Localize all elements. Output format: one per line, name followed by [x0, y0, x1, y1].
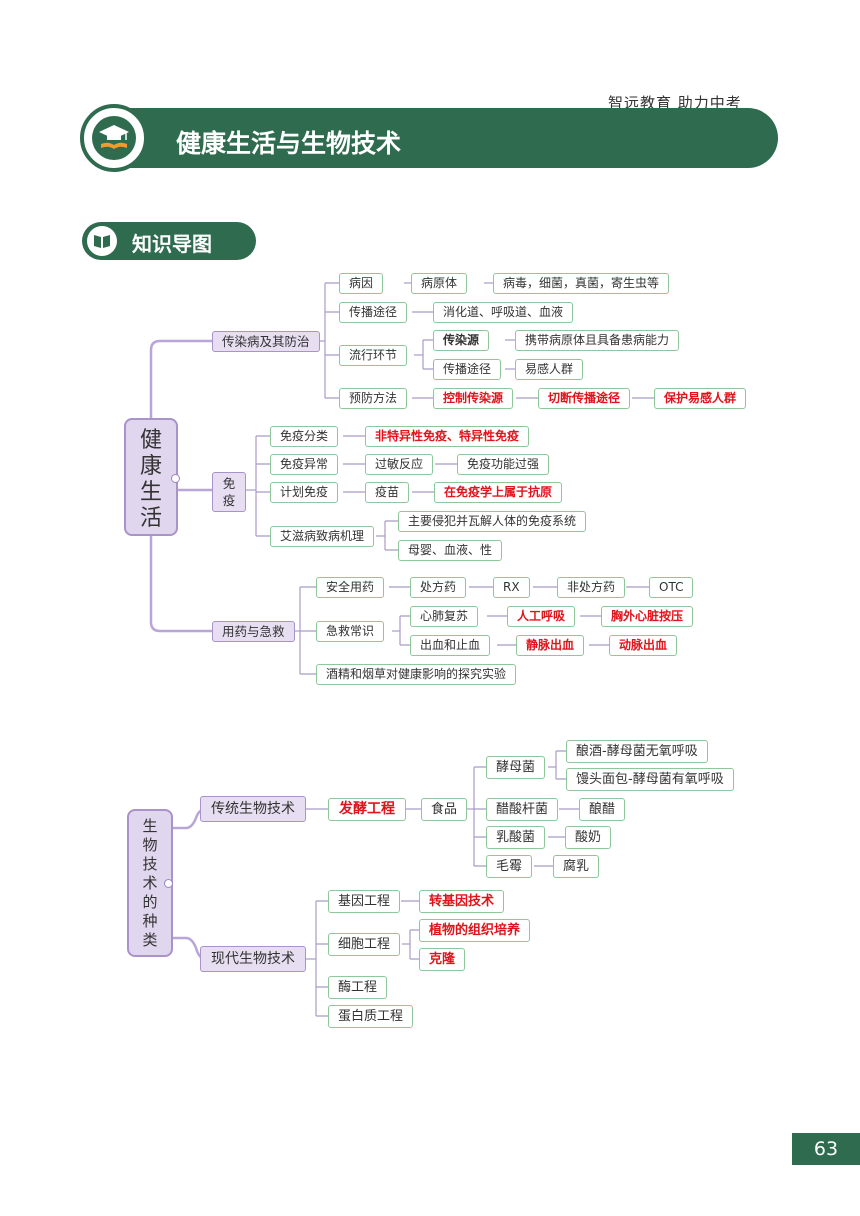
- node-infection-source: 传染源: [433, 330, 490, 351]
- node-vaccine-antigen: 在免疫学上属于抗原: [434, 482, 563, 503]
- node-infectious-disease: 传染病及其防治: [212, 331, 320, 352]
- node-epidemic-links: 流行环节: [339, 345, 408, 366]
- node-cloning: 克隆: [419, 948, 466, 971]
- map1-root: 健 康 生 活: [124, 418, 178, 536]
- node-lactobacillus: 乳酸菌: [486, 826, 546, 849]
- node-transgenic: 转基因技术: [419, 890, 505, 913]
- node-overactive-immunity: 免疫功能过强: [457, 454, 550, 475]
- node-alcohol-tobacco-experiment: 酒精和烟草对健康影响的探究实验: [316, 664, 517, 685]
- node-immune-types-detail: 非特异性免疫、特异性免疫: [365, 426, 530, 447]
- node-bread-making: 馒头面包-酵母菌有氧呼吸: [566, 768, 734, 791]
- node-fermentation: 发酵工程: [328, 798, 406, 821]
- inner-branches: [246, 282, 654, 1017]
- node-medicine-first-aid: 用药与急救: [212, 621, 295, 642]
- node-aids-transmission: 母婴、血液、性: [398, 540, 503, 561]
- page-number: 63: [792, 1133, 860, 1165]
- node-rx: RX: [493, 577, 530, 598]
- graduation-cap-book-icon: [92, 116, 136, 160]
- node-cpr: 心肺复苏: [410, 606, 479, 627]
- node-immune-types: 免疫分类: [270, 426, 339, 447]
- node-transmission-route: 传播途径: [339, 302, 408, 323]
- node-arterial-bleeding: 动脉出血: [609, 635, 678, 656]
- node-allergy: 过敏反应: [365, 454, 434, 475]
- node-chest-compression: 胸外心脏按压: [601, 606, 694, 627]
- node-pathogen-types: 病毒，细菌，真菌，寄生虫等: [493, 273, 670, 294]
- node-aids-attack: 主要侵犯并瓦解人体的免疫系统: [398, 511, 587, 532]
- node-cause: 病因: [339, 273, 384, 294]
- node-artificial-respiration: 人工呼吸: [507, 606, 576, 627]
- node-immunity: 免 疫: [212, 472, 246, 512]
- node-prevention: 预防方法: [339, 388, 408, 409]
- title-banner: [112, 108, 778, 168]
- node-cut-route: 切断传播途径: [538, 388, 631, 409]
- node-yogurt: 酸奶: [565, 826, 612, 849]
- node-source-definition: 携带病原体且具备患病能力: [515, 330, 680, 351]
- logo: [80, 104, 148, 172]
- node-modern-biotech: 现代生物技术: [200, 946, 306, 972]
- root-branches-1: [149, 339, 212, 633]
- node-fermented-tofu: 腐乳: [553, 855, 600, 878]
- node-prescription-drug: 处方药: [410, 577, 467, 598]
- node-susceptible-group: 易感人群: [515, 359, 584, 380]
- node-yeast: 酵母菌: [486, 756, 546, 779]
- node-vaccine: 疫苗: [365, 482, 410, 503]
- node-otc: OTC: [649, 577, 694, 598]
- toggle-icon: [164, 879, 173, 888]
- section-title: 知识导图: [132, 232, 212, 256]
- book-icon: [87, 226, 117, 256]
- node-immune-disorder: 免疫异常: [270, 454, 339, 475]
- root-branches-2: [173, 807, 209, 961]
- node-protect-susceptible: 保护易感人群: [654, 388, 747, 409]
- node-traditional-biotech: 传统生物技术: [200, 796, 306, 822]
- node-wine-making: 酿酒-酵母菌无氧呼吸: [566, 740, 708, 763]
- node-route-link: 传播途径: [433, 359, 502, 380]
- node-acetobacter: 醋酸杆菌: [486, 798, 559, 821]
- node-genetic-engineering: 基因工程: [328, 890, 401, 913]
- node-mucor: 毛霉: [486, 855, 533, 878]
- node-first-aid: 急救常识: [316, 621, 385, 642]
- node-venous-bleeding: 静脉出血: [516, 635, 585, 656]
- node-tissue-culture: 植物的组织培养: [419, 919, 531, 942]
- node-control-source: 控制传染源: [433, 388, 514, 409]
- node-vinegar: 酿醋: [579, 798, 626, 821]
- section-heading: 知识导图: [82, 222, 256, 260]
- node-protein-engineering: 蛋白质工程: [328, 1005, 414, 1028]
- node-aids-mechanism: 艾滋病致病机理: [270, 526, 375, 547]
- page-title: 健康生活与生物技术: [176, 129, 402, 158]
- node-enzyme-engineering: 酶工程: [328, 976, 388, 999]
- node-food: 食品: [421, 798, 468, 821]
- node-safe-medication: 安全用药: [316, 577, 385, 598]
- node-bleeding: 出血和止血: [410, 635, 491, 656]
- node-planned-immunization: 计划免疫: [270, 482, 339, 503]
- toggle-icon: [171, 474, 180, 483]
- header-slogan: 智远教育 助力中考: [608, 94, 742, 112]
- node-cell-engineering: 细胞工程: [328, 933, 401, 956]
- node-otc-drug: 非处方药: [557, 577, 626, 598]
- node-pathogen: 病原体: [411, 273, 468, 294]
- node-transmission-channels: 消化道、呼吸道、血液: [433, 302, 574, 323]
